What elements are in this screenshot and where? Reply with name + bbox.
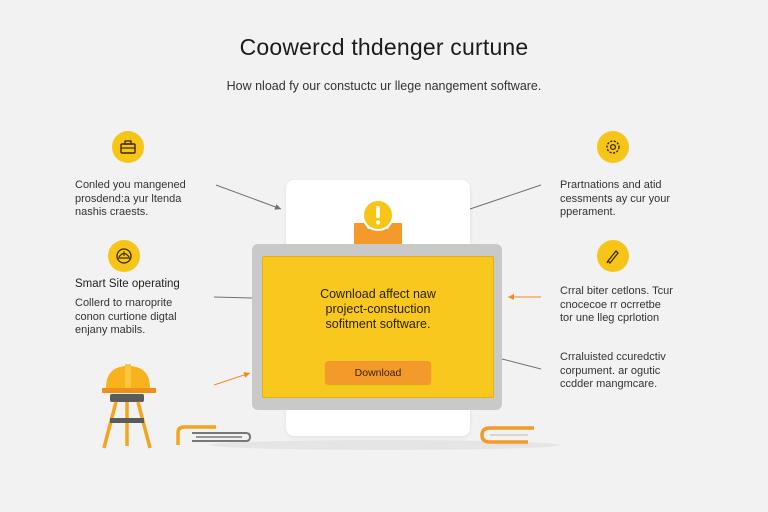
feature-line: corpument. ar ogutic <box>560 364 661 377</box>
feature-line: cnocecoe rr ocrretbe <box>560 298 661 311</box>
feature-line: prosdend:a yur ltenda <box>75 192 182 205</box>
feature-line: tor une lleg cprlotion <box>560 312 660 324</box>
feature-text-right-3: Crraluisted ccuredctiv corpument. ar ogu… <box>560 351 710 392</box>
feature-line: Crral biter cetlons. Tcur <box>560 285 673 297</box>
arrow-right-1 <box>469 184 542 210</box>
download-panel-text: Cownload affect naw project-constuction … <box>262 287 494 332</box>
arrow-left-3 <box>213 372 251 386</box>
feature-line: Prartnations and atid <box>560 179 662 191</box>
hard-hat-stool-illustration <box>96 358 162 459</box>
feature-line: nashis craests. <box>75 206 149 218</box>
toolbox-icon <box>112 131 144 163</box>
panel-line: project-constuction <box>325 302 431 316</box>
feature-line: cessments ay cur your <box>560 192 671 205</box>
feature-line: enjany mabils. <box>75 324 146 336</box>
feature-heading: Smart Site operating <box>75 278 180 290</box>
arrow-right-3 <box>501 358 542 370</box>
page-subtitle: How nload fy our constuctc ur llege nang… <box>226 79 542 93</box>
feature-line: conon curtione digtal <box>75 310 177 323</box>
page-title: Coowercd thdenger curtune <box>239 34 529 60</box>
clip-illustration-right <box>478 422 538 453</box>
download-button[interactable]: Download <box>325 361 431 384</box>
panel-line: Cownload affect naw <box>320 287 436 301</box>
feature-line: Collerd to rnaroprite <box>75 297 173 309</box>
feature-text-right-2: Crral biter cetlons. Tcur cnocecoe rr oc… <box>560 285 710 326</box>
feature-line: Conled you mangened <box>75 179 186 191</box>
feature-text-left-1: Conled you mangened prosdend:a yur ltend… <box>75 179 215 220</box>
gear-icon <box>597 131 629 163</box>
feature-line: Crraluisted ccuredctiv <box>560 351 666 363</box>
clip-illustration-left <box>172 423 252 454</box>
feature-line: pperament. <box>560 206 616 218</box>
arrow-left-1 <box>215 184 282 210</box>
feature-text-right-1: Prartnations and atid cessments ay cur y… <box>560 179 710 220</box>
hard-hat-icon <box>108 240 140 272</box>
warning-tray-icon <box>352 197 404 254</box>
feature-line: ccdder mangmcare. <box>560 378 658 390</box>
feature-text-left-2: Collerd to rnaroprite conon curtione dig… <box>75 297 215 338</box>
arrow-left-2 <box>213 296 253 299</box>
panel-line: sofitment software. <box>325 317 431 331</box>
ground-shadow <box>210 440 560 450</box>
pencil-ruler-icon <box>597 240 629 272</box>
